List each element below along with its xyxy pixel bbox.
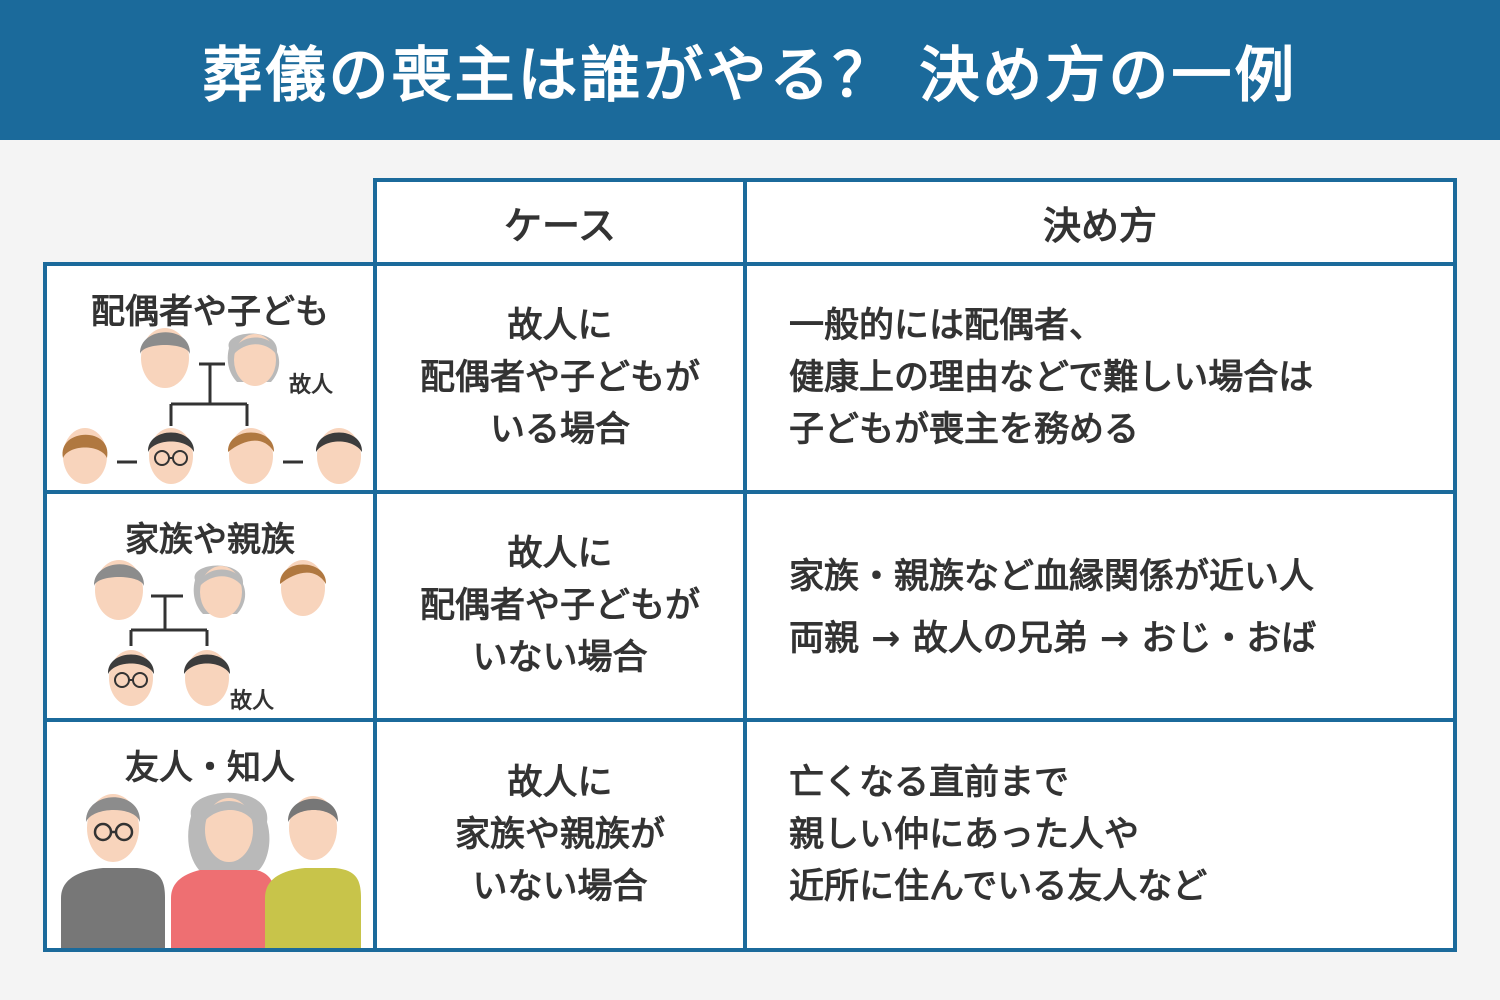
family-tree-relatives-illustration: 故人 bbox=[93, 560, 327, 714]
row2-method-line2: 両親 → 故人の兄弟 → おじ・おば bbox=[789, 619, 1317, 659]
relative-avatar bbox=[279, 560, 327, 616]
deceased-tag: 故人 bbox=[289, 372, 333, 398]
row2-method-text: 家族・親族など血縁関係が近い人 両親 → 故人の兄弟 → おじ・おば bbox=[789, 494, 1443, 718]
row2-case-text: 故人に 配偶者や子どもが いない場合 bbox=[377, 494, 743, 718]
mother-deceased-avatar bbox=[227, 333, 280, 386]
friend-man-with-glasses-avatar bbox=[61, 794, 165, 948]
deceased-sibling-avatar bbox=[183, 650, 231, 706]
row3-method-line3: 近所に住んでいる友人など bbox=[789, 867, 1208, 907]
row1-case-line3: いる場合 bbox=[489, 410, 630, 450]
friends-acquaintances-illustration bbox=[61, 792, 361, 948]
row3-case-line1: 故人に bbox=[507, 763, 613, 803]
header-method-label: 決め方 bbox=[1042, 203, 1157, 248]
row2-case-cell: 故人に 配偶者や子どもが いない場合 bbox=[373, 490, 747, 722]
row1-who-cell: 配偶者や子ども 故人 bbox=[43, 262, 377, 494]
son-with-glasses-avatar bbox=[147, 428, 195, 484]
row2-who-label: 家族や親族 bbox=[125, 520, 295, 560]
family-tree-spouse-children-illustration: 故人 bbox=[62, 328, 363, 484]
row3-case-cell: 故人に 家族や親族が いない場合 bbox=[373, 718, 747, 952]
page-title: 葬儀の喪主は誰がやる？ 決め方の一例 bbox=[202, 40, 1298, 111]
row2-case-line1: 故人に bbox=[507, 534, 613, 574]
row3-method-text: 亡くなる直前まで 親しい仲にあった人や 近所に住んでいる友人など bbox=[789, 722, 1443, 948]
header-cell-case: ケース bbox=[373, 178, 747, 266]
father-avatar bbox=[139, 328, 191, 388]
row3-method-cell: 亡くなる直前まで 親しい仲にあった人や 近所に住んでいる友人など bbox=[743, 718, 1457, 952]
row1-method-cell: 一般的には配偶者、 健康上の理由などで難しい場合は 子どもが喪主を務める bbox=[743, 262, 1457, 494]
row3-case-line3: いない場合 bbox=[472, 867, 648, 907]
row3-method-line2: 親しい仲にあった人や bbox=[789, 815, 1140, 855]
comparison-table: ケース 決め方 配偶者や子ども 故人 bbox=[43, 178, 1457, 952]
row2-case-line3: いない場合 bbox=[472, 638, 648, 678]
grandfather-avatar bbox=[93, 560, 145, 620]
row1-case-text: 故人に 配偶者や子どもが いる場合 bbox=[377, 266, 743, 490]
row3-who-cell: 友人・知人 bbox=[43, 718, 377, 952]
row1-method-text: 一般的には配偶者、 健康上の理由などで難しい場合は 子どもが喪主を務める bbox=[789, 266, 1443, 490]
deceased-tag: 故人 bbox=[230, 688, 274, 714]
daughter-in-law-avatar bbox=[62, 428, 108, 484]
friend-young-man-avatar bbox=[265, 796, 361, 948]
row3-case-text: 故人に 家族や親族が いない場合 bbox=[377, 722, 743, 948]
row2-method-line1: 家族・親族など血縁関係が近い人 bbox=[789, 557, 1315, 597]
row2-method-cell: 家族・親族など血縁関係が近い人 両親 → 故人の兄弟 → おじ・おば bbox=[743, 490, 1457, 722]
row1-case-line2: 配偶者や子どもが bbox=[419, 358, 700, 398]
grandmother-avatar bbox=[193, 565, 246, 618]
daughter-avatar bbox=[227, 428, 275, 484]
row1-case-line1: 故人に bbox=[507, 306, 613, 346]
friend-woman-avatar bbox=[171, 792, 275, 948]
row1-method-line2: 健康上の理由などで難しい場合は bbox=[789, 358, 1314, 398]
row2-who-cell: 家族や親族 bbox=[43, 490, 377, 722]
row3-case-line2: 家族や親族が bbox=[454, 815, 665, 855]
row1-method-line3: 子どもが喪主を務める bbox=[789, 410, 1140, 450]
header-case-label: ケース bbox=[503, 203, 617, 248]
row2-case-line2: 配偶者や子どもが bbox=[419, 586, 700, 626]
row1-who-label: 配偶者や子ども bbox=[91, 292, 329, 332]
son-in-law-avatar bbox=[315, 428, 363, 484]
title-banner: 葬儀の喪主は誰がやる？ 決め方の一例 bbox=[0, 0, 1500, 140]
row1-case-cell: 故人に 配偶者や子どもが いる場合 bbox=[373, 262, 747, 494]
row1-method-line1: 一般的には配偶者、 bbox=[789, 306, 1105, 346]
row3-method-line1: 亡くなる直前まで bbox=[789, 763, 1070, 803]
sibling-with-glasses-avatar bbox=[107, 650, 155, 706]
row3-who-label: 友人・知人 bbox=[125, 748, 295, 788]
header-cell-method: 決め方 bbox=[743, 178, 1457, 266]
